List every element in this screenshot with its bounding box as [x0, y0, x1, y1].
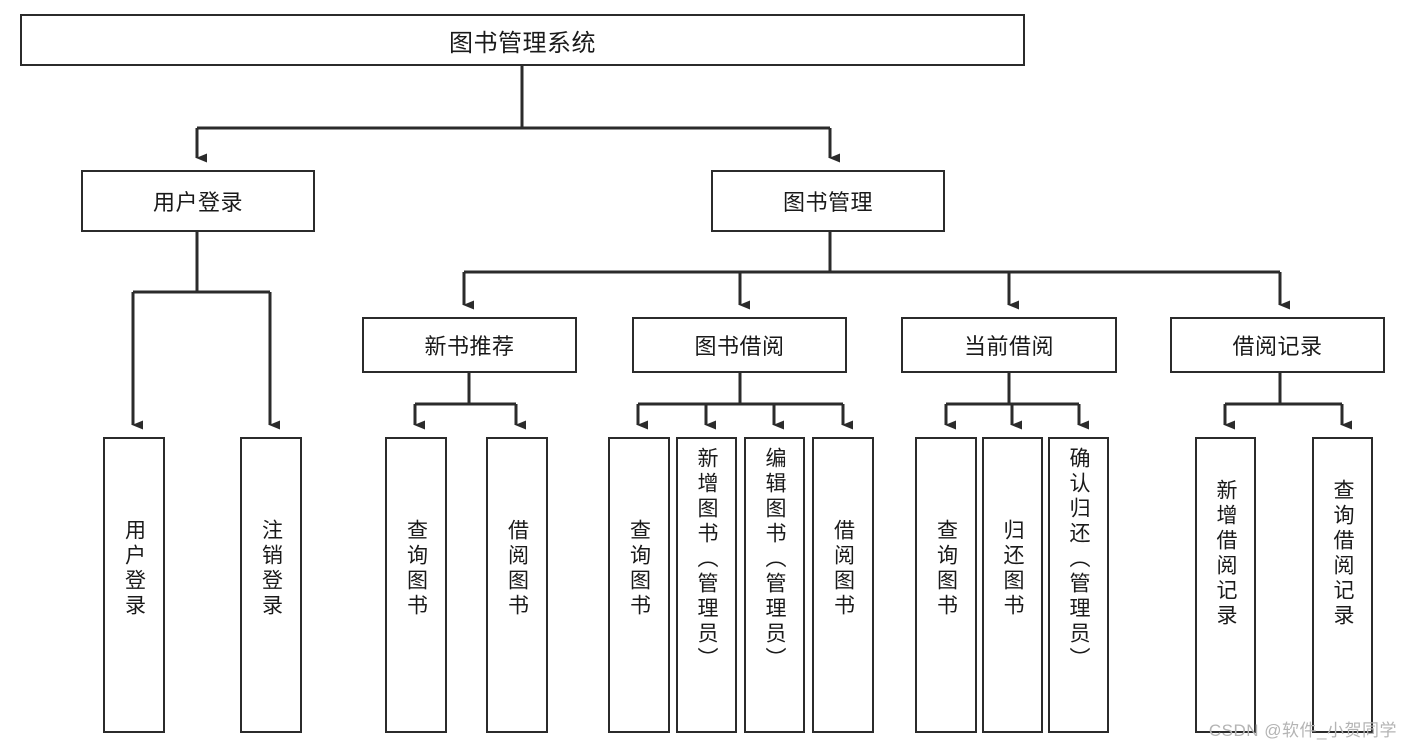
node-user-login[interactable]: 用户登录	[81, 170, 315, 232]
node-label: 查询图书	[404, 519, 428, 619]
node-leaf-edit-book-admin[interactable]: 编辑图书（管理员）	[744, 437, 805, 733]
node-leaf-add-book-admin[interactable]: 新增图书（管理员）	[676, 437, 737, 733]
node-book-management[interactable]: 图书管理	[711, 170, 945, 232]
node-label: 借阅图书	[505, 519, 529, 619]
node-root-book-management-system[interactable]: 图书管理系统	[20, 14, 1025, 66]
node-label: 查询图书	[934, 519, 958, 619]
node-leaf-query-book-bb[interactable]: 查询图书	[608, 437, 670, 733]
node-label: 查询图书	[627, 519, 651, 619]
node-label: 注销登录	[259, 519, 283, 619]
node-leaf-user-login[interactable]: 用户登录	[103, 437, 165, 733]
node-label: 归还图书	[1001, 519, 1024, 619]
node-label: 图书借阅	[694, 334, 785, 359]
node-label: 新书推荐	[424, 334, 515, 359]
node-leaf-borrow-book-bb[interactable]: 借阅图书	[812, 437, 874, 733]
node-label: 新增图书（管理员）	[695, 447, 718, 672]
node-book-borrow[interactable]: 图书借阅	[632, 317, 847, 373]
node-leaf-return-book[interactable]: 归还图书	[982, 437, 1043, 733]
node-label: 借阅记录	[1232, 334, 1323, 359]
node-label: 新增借阅记录	[1214, 479, 1237, 629]
node-label: 图书管理	[782, 190, 873, 215]
node-leaf-borrow-book-nb[interactable]: 借阅图书	[486, 437, 548, 733]
node-label: 用户登录	[152, 190, 243, 215]
node-label: 确认归还（管理员）	[1067, 447, 1090, 672]
node-leaf-query-book-nb[interactable]: 查询图书	[385, 437, 447, 733]
node-leaf-add-borrow-record[interactable]: 新增借阅记录	[1195, 437, 1256, 733]
node-new-book-recommend[interactable]: 新书推荐	[362, 317, 577, 373]
node-label: 图书管理系统	[449, 29, 596, 57]
node-label: 当前借阅	[963, 334, 1054, 359]
node-label: 借阅图书	[831, 519, 855, 619]
node-label: 编辑图书（管理员）	[763, 447, 786, 672]
node-current-borrow[interactable]: 当前借阅	[901, 317, 1117, 373]
node-leaf-logout[interactable]: 注销登录	[240, 437, 302, 733]
watermark-text: CSDN @软件_小贺同学	[1208, 721, 1397, 740]
node-label: 查询借阅记录	[1331, 479, 1354, 629]
node-leaf-query-book-cb[interactable]: 查询图书	[915, 437, 977, 733]
node-label: 用户登录	[122, 519, 146, 619]
node-borrow-record[interactable]: 借阅记录	[1170, 317, 1385, 373]
node-leaf-query-borrow-record[interactable]: 查询借阅记录	[1312, 437, 1373, 733]
node-leaf-confirm-return-admin[interactable]: 确认归还（管理员）	[1048, 437, 1109, 733]
